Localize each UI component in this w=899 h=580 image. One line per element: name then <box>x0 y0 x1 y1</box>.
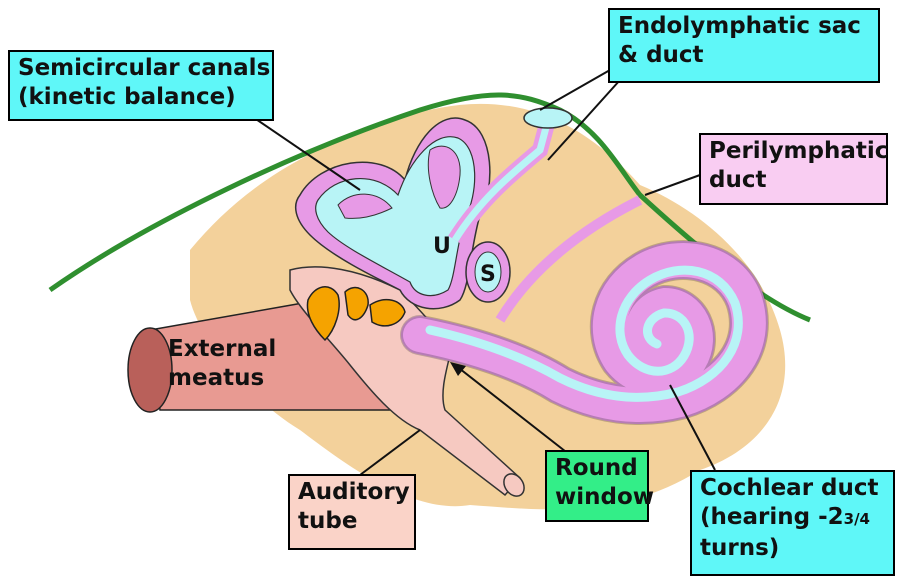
semicircular-line-1: Semicircular canals <box>18 54 264 83</box>
saccule-letter: S <box>480 262 496 287</box>
auditory-tube-label: Auditory tube <box>288 474 416 550</box>
external-meatus-line-1: External <box>168 335 276 364</box>
cochlear-line-1: Cochlear duct <box>700 474 885 503</box>
cochlear-duct-label: Cochlear duct (hearing -23/4 turns) <box>690 470 895 576</box>
cochlear-line-2-text: (hearing -2 <box>700 504 844 530</box>
perilymphatic-line-1: Perilymphatic <box>709 137 878 166</box>
external-meatus-line-2: meatus <box>168 364 276 393</box>
external-meatus-label: External meatus <box>168 335 276 393</box>
auditory-tube-line-2: tube <box>298 507 406 536</box>
utricle-letter: U <box>433 234 451 259</box>
perilymphatic-line-2: duct <box>709 166 878 195</box>
cochlear-fraction: 3/4 <box>844 510 870 528</box>
semicircular-canals-label: Semicircular canals (kinetic balance) <box>8 50 274 121</box>
semicircular-line-2: (kinetic balance) <box>18 83 264 112</box>
round-window-label: Round window <box>545 450 649 522</box>
cochlear-line-2: (hearing -23/4 <box>700 503 885 534</box>
endolymphatic-label: Endolymphatic sac & duct <box>608 8 880 83</box>
cochlear-line-3: turns) <box>700 534 885 563</box>
auditory-tube-line-1: Auditory <box>298 478 406 507</box>
endolymphatic-line-1: Endolymphatic sac <box>618 12 870 41</box>
round-window-line-2: window <box>555 483 639 512</box>
perilymphatic-label: Perilymphatic duct <box>699 133 888 205</box>
round-window-line-1: Round <box>555 454 639 483</box>
endolymphatic-sac <box>524 108 572 128</box>
endolymphatic-line-2: & duct <box>618 41 870 70</box>
